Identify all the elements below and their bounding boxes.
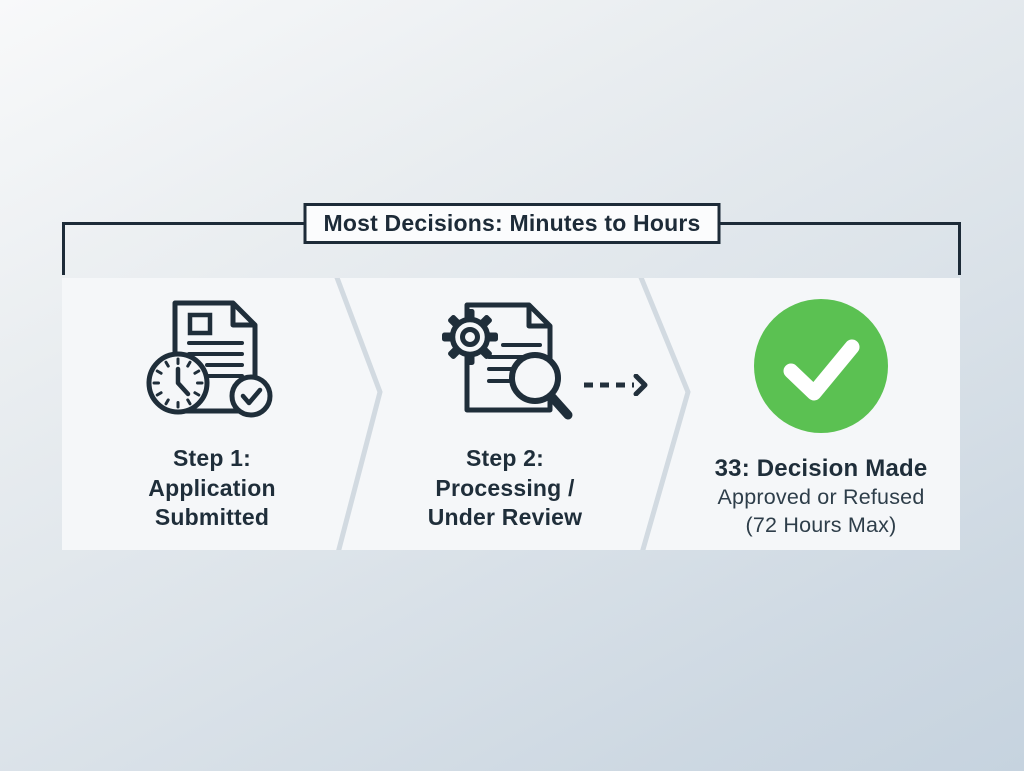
step-1-line-2: Application	[148, 474, 276, 501]
green-check-circle-icon	[752, 298, 890, 441]
step-1-line-1: Step 1:	[172, 445, 252, 471]
document-gear-magnifier-icon	[437, 295, 579, 430]
step-2-label: Step 2: Processing / Under Review	[380, 444, 630, 533]
dashed-arrow-icon	[581, 373, 655, 401]
step-3-heading: 33: Decision Made	[714, 455, 928, 482]
chevron-divider-icons	[334, 278, 691, 550]
step-1-line-3: Submitted	[154, 504, 270, 530]
document-clock-check-icon	[145, 298, 277, 427]
chevron-divider-icon	[334, 278, 383, 550]
chevron-divider-icon	[638, 278, 691, 550]
step-1-label: Step 1: Application Submitted	[87, 444, 337, 533]
step-2-line-3: Under Review	[427, 504, 583, 530]
steps-band: Step 1: Application Submitted	[62, 278, 960, 550]
banner-label: Most Decisions: Minutes to Hours	[303, 203, 721, 244]
step-2-line-2: Processing /	[435, 474, 575, 501]
step-3-subline-1: Approved or Refused	[717, 485, 925, 509]
step-3-label: 33: Decision Made Approved or Refused (7…	[696, 454, 946, 539]
step-3-subline-2: (72 Hours Max)	[745, 512, 897, 537]
step-2-line-1: Step 2:	[465, 445, 545, 471]
